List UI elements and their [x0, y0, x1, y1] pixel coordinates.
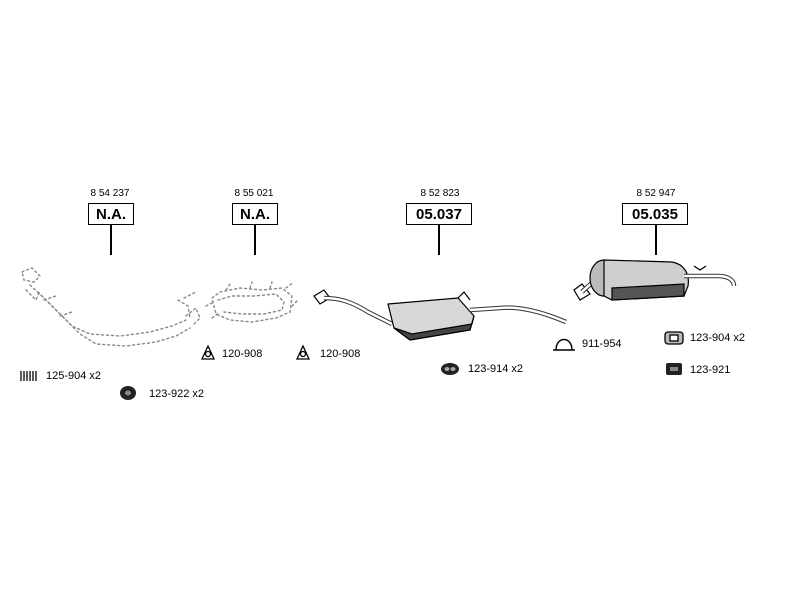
hanger-bracket-icon: [664, 331, 684, 345]
product-code-box: 05.035: [622, 203, 688, 225]
rear-silencer-illustration: [573, 259, 737, 301]
product-code-box: 05.037: [406, 203, 472, 225]
middle-silencer-illustration: [313, 289, 567, 341]
accessory-label: 123-914 x2: [468, 363, 524, 375]
part-number-label: 8 54 237: [90, 188, 130, 199]
leader-line: [655, 225, 657, 255]
triangle-gasket-icon: [200, 344, 216, 360]
spring-icon: [20, 371, 37, 381]
part-number-label: 8 55 021: [234, 188, 274, 199]
mounting-ring-icon: [120, 386, 136, 400]
catalyst-na-illustration: [205, 281, 299, 323]
part-number-label: 8 52 823: [420, 188, 460, 199]
accessory-label: 125-904 x2: [46, 370, 102, 382]
accessory-label: 911-954: [582, 338, 622, 350]
leader-line: [254, 225, 256, 255]
front-pipe-na-illustration: [21, 267, 201, 347]
pipe-clamp-icon: [553, 338, 575, 351]
na-code-box: N.A.: [232, 203, 278, 225]
accessory-label: 123-921: [690, 364, 731, 376]
leader-line: [438, 225, 440, 255]
leader-line: [110, 225, 112, 255]
accessory-label: 123-922 x2: [149, 388, 205, 400]
rubber-block-icon: [666, 363, 682, 375]
accessory-label: 120-908: [222, 348, 263, 360]
accessory-label: 123-904 x2: [690, 332, 746, 344]
na-code-box: N.A.: [88, 203, 134, 225]
part-number-label: 8 52 947: [636, 188, 676, 199]
rubber-mount-icon: [441, 363, 459, 375]
accessory-label: 120-908: [320, 348, 361, 360]
triangle-gasket-icon: [295, 344, 311, 360]
